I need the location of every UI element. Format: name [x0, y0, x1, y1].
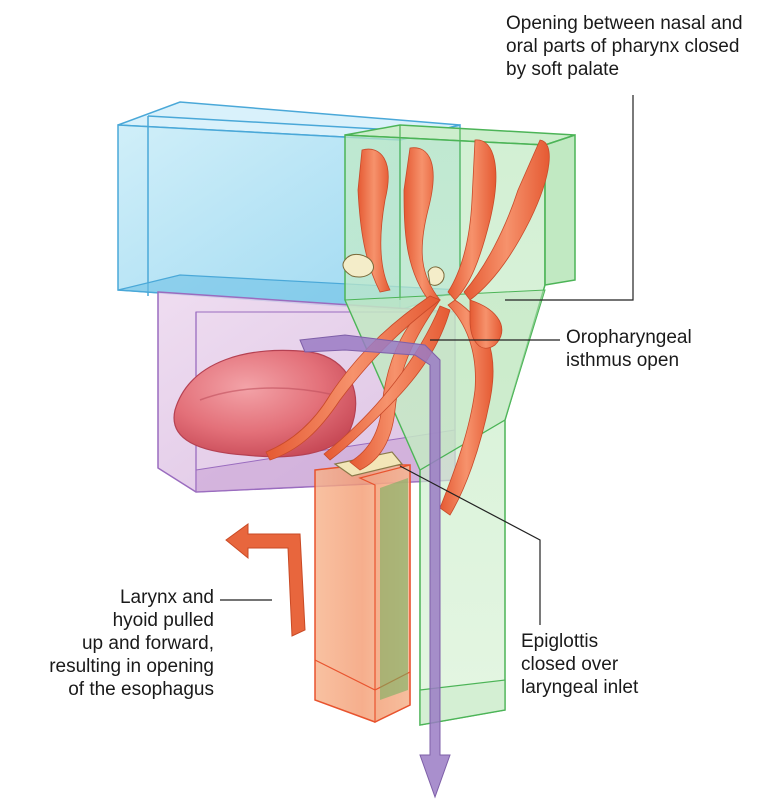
- label-larynx-line-1: Larynx and: [119, 587, 214, 608]
- label-isthmus-line-2: isthmus open: [566, 350, 680, 371]
- label-epiglottis-line-3: laryngeal inlet: [521, 677, 639, 698]
- label-oropharyngeal-isthmus: Oropharyngeal isthmus open: [566, 326, 692, 372]
- label-larynx-line-2: hyoid pulled: [112, 610, 214, 631]
- label-larynx-line-4: resulting in opening: [49, 656, 214, 677]
- larynx-movement-arrow: [225, 523, 306, 637]
- label-epiglottis-line-2: closed over: [521, 654, 619, 675]
- label-soft-palate: Opening between nasal and oral parts of …: [506, 12, 743, 81]
- label-soft-palate-line-1: Opening between nasal and: [506, 13, 743, 34]
- label-soft-palate-line-3: by soft palate: [506, 59, 620, 80]
- label-larynx-hyoid: Larynx and hyoid pulled up and forward, …: [14, 586, 214, 701]
- larynx-box: [314, 464, 411, 723]
- label-epiglottis: Epiglottis closed over laryngeal inlet: [521, 630, 638, 699]
- label-larynx-line-5: of the esophagus: [68, 679, 214, 700]
- epiglottis-leader-line: [399, 465, 541, 625]
- label-larynx-line-3: up and forward,: [81, 633, 214, 654]
- label-soft-palate-line-2: oral parts of pharynx closed: [506, 36, 740, 57]
- palate-leader-line: [505, 95, 634, 301]
- leader-lines: [220, 95, 634, 625]
- label-epiglottis-line-1: Epiglottis: [521, 631, 599, 652]
- hyoid-fragment-icon: [342, 253, 374, 278]
- bolus-path-arrow: [299, 334, 451, 799]
- label-isthmus-line-1: Oropharyngeal: [566, 327, 692, 348]
- pharyngeal-muscles: [265, 139, 550, 516]
- cartilage-fragment-icon: [427, 266, 445, 286]
